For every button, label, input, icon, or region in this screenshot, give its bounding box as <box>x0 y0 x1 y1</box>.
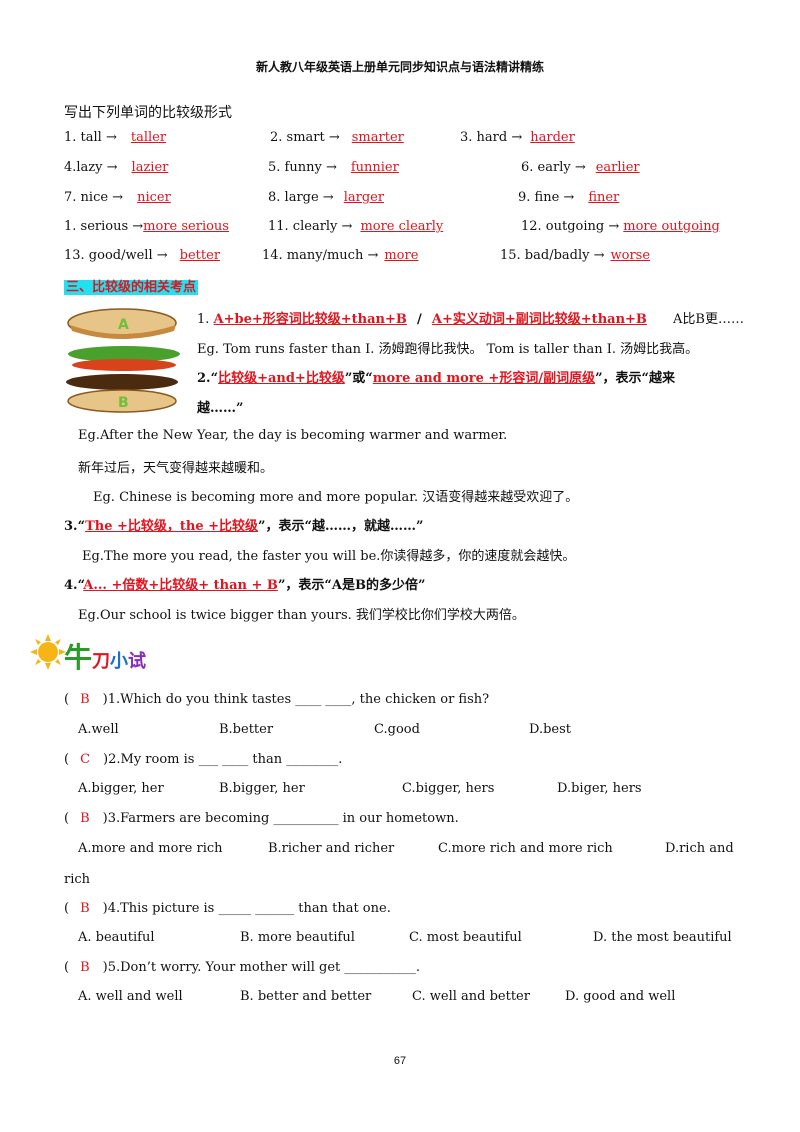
question-5-option-b[interactable]: B. better and better <box>240 989 372 1004</box>
question-3-option-d-wrap: rich <box>64 872 91 887</box>
question-1-option-a[interactable]: A.well <box>78 722 119 737</box>
word-item: 15. bad/badly →worse <box>500 248 651 263</box>
question-3-option-c[interactable]: C.more rich and more rich <box>438 841 613 856</box>
word-item: 7. nice →nicer <box>64 190 171 205</box>
word-item: 1. serious →more serious <box>64 219 229 234</box>
question-4-option-b[interactable]: B. more beautiful <box>240 930 355 945</box>
word-item: 4.lazy →lazier <box>64 160 169 175</box>
question-4-option-c[interactable]: C. most beautiful <box>409 930 522 945</box>
word-item: 5. funny →funnier <box>268 160 399 175</box>
word-item: 3. hard →harder <box>460 130 575 145</box>
question-2-option-a[interactable]: A.bigger, her <box>78 781 164 796</box>
question-4-option-a[interactable]: A. beautiful <box>78 930 155 945</box>
burger-label-b: B <box>118 395 129 411</box>
point-4-example: Eg.Our school is twice bigger than yours… <box>78 608 525 623</box>
point-1-formula: 1. A+be+形容词比较级+than+B / A+实义动词+副词比较级+tha… <box>197 312 744 327</box>
word-item: 8. large →larger <box>268 190 385 205</box>
question-3-option-d[interactable]: D.rich and <box>665 841 734 856</box>
word-item: 9. fine →finer <box>518 190 620 205</box>
section-3-title: 三、比较级的相关考点 <box>64 280 199 295</box>
point-2-example-2: Eg. Chinese is becoming more and more po… <box>93 490 579 505</box>
question-5-option-d[interactable]: D. good and well <box>565 989 676 1004</box>
word-item: 11. clearly →more clearly <box>268 219 444 234</box>
question-5-option-a[interactable]: A. well and well <box>78 989 183 1004</box>
page-header: 新人教八年级英语上册单元同步知识点与语法精讲精练 <box>255 60 544 74</box>
word-item: 2. smart →smarter <box>270 130 404 145</box>
point-2-example-1-cn: 新年过后，天气变得越来越暖和。 <box>78 461 274 476</box>
word-item: 13. good/well →better <box>64 248 221 263</box>
word-item: 1. tall →taller <box>64 130 167 145</box>
question-1-option-c[interactable]: C.good <box>374 722 420 737</box>
question-2-option-c[interactable]: C.bigger, hers <box>402 781 495 796</box>
question-3: (B)3.Farmers are becoming __________ in … <box>64 811 459 826</box>
burger-label-a: A <box>118 317 129 333</box>
burger-illustration: A B <box>66 308 180 413</box>
word-item: 12. outgoing →more outgoing <box>521 219 720 234</box>
exercise-title: 写出下列单词的比较级形式 <box>64 105 232 121</box>
word-item: 6. early →earlier <box>521 160 640 175</box>
question-3-option-a[interactable]: A.more and more rich <box>78 841 223 856</box>
point-1-example: Eg. Tom runs faster than I. 汤姆跑得比我快。 Tom… <box>197 342 699 357</box>
question-1-option-d[interactable]: D.best <box>529 722 572 737</box>
question-5: (B)5.Don’t worry. Your mother will get _… <box>64 960 421 975</box>
word-item: 14. many/much →more <box>262 248 419 263</box>
sun-icon <box>30 634 66 670</box>
question-1: (B)1.Which do you think tastes ____ ____… <box>64 692 490 707</box>
point-4-formula: 4.“A... +倍数+比较级+ than + B”，表示“A是B的多少倍” <box>64 578 426 593</box>
question-2-option-b[interactable]: B.bigger, her <box>219 781 305 796</box>
point-2-example-1: Eg.After the New Year, the day is becomi… <box>78 428 508 443</box>
question-4-option-d[interactable]: D. the most beautiful <box>593 930 732 945</box>
question-3-option-b[interactable]: B.richer and richer <box>268 841 395 856</box>
question-2-option-d[interactable]: D.biger, hers <box>557 781 642 796</box>
page-number: 67 <box>393 1055 407 1067</box>
point-3-formula: 3.“The +比较级，the +比较级”，表示“越……，就越……” <box>64 519 424 534</box>
question-2: (C)2.My room is ___ ____ than ________. <box>64 752 343 767</box>
question-4: (B)4.This picture is _____ ______ than t… <box>64 901 391 916</box>
point-2-formula: 2.“比较级+and+比较级”或“more and more +形容词/副词原级… <box>197 371 676 386</box>
niudao-title: 牛刀小试 <box>64 641 147 674</box>
question-1-option-b[interactable]: B.better <box>219 722 274 737</box>
point-2-formula-wrap: 越……” <box>197 401 244 416</box>
point-3-example: Eg.The more you read, the faster you wil… <box>82 549 576 564</box>
question-5-option-c[interactable]: C. well and better <box>412 989 530 1004</box>
